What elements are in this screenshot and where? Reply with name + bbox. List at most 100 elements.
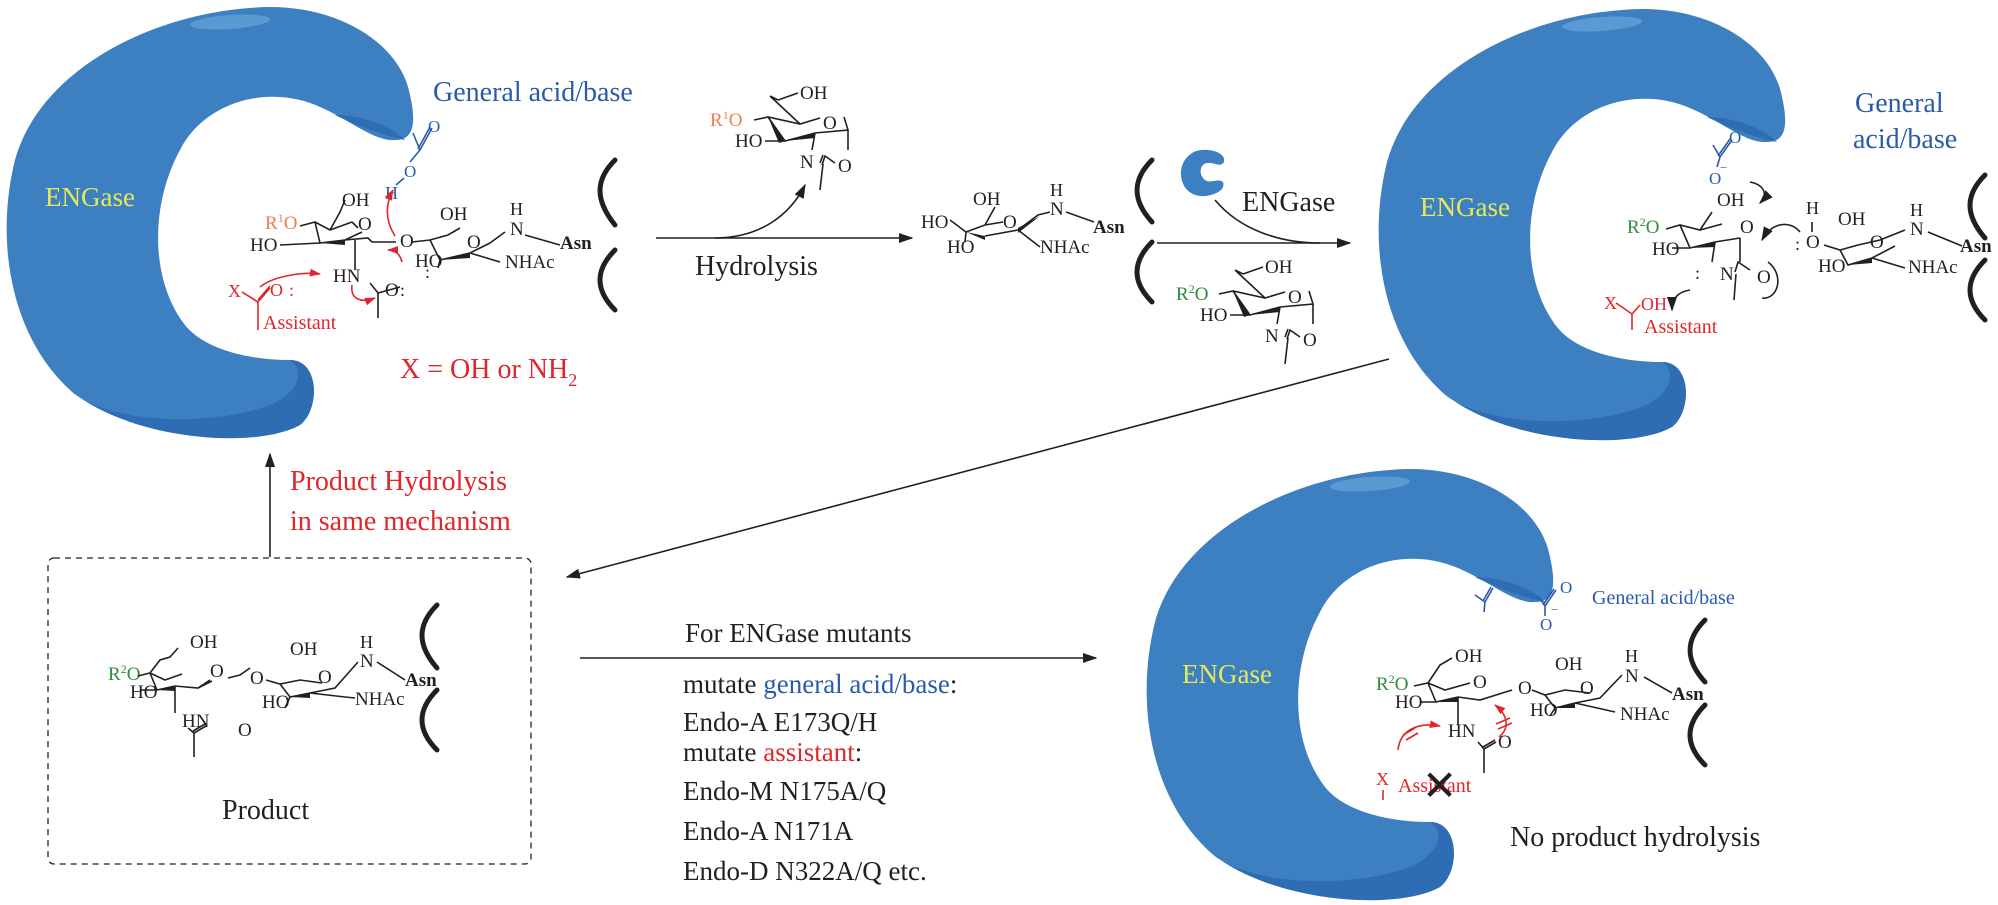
byproduct-release-arrow: [714, 183, 806, 239]
assistant-label: Assistant: [1644, 316, 1718, 338]
svg-text:O: O: [1580, 678, 1594, 699]
svg-text::: :: [289, 280, 294, 300]
assistant-o: O: [270, 280, 283, 300]
svg-text::: :: [400, 280, 405, 300]
svg-text:O: O: [250, 668, 264, 689]
enzyme-label: ENGase: [45, 182, 135, 212]
assistant-label: Assistant: [263, 312, 337, 334]
svg-text:NHAc: NHAc: [1040, 237, 1090, 258]
svg-text:O: O: [1757, 267, 1771, 288]
mutants-line2: Endo-A E173Q/H: [683, 707, 877, 737]
svg-text:HO: HO: [1395, 692, 1422, 713]
svg-text:O: O: [210, 661, 224, 682]
svg-text:O: O: [1518, 678, 1532, 699]
svg-text:Asn: Asn: [405, 670, 437, 691]
svg-text:X: X: [1604, 293, 1617, 313]
svg-text:O: O: [1870, 232, 1884, 253]
mutants-line3: mutate assistant:: [683, 737, 862, 767]
svg-text:O: O: [1740, 217, 1754, 238]
enzyme-label: ENGase: [1420, 192, 1510, 222]
general-acid-base-line2: acid/base: [1853, 124, 1957, 155]
svg-text:O: O: [1806, 232, 1820, 253]
svg-text:O: O: [467, 232, 481, 253]
assistant-label: Assistant: [1398, 775, 1472, 797]
svg-text:R2O: R2O: [1176, 282, 1208, 305]
svg-text:Asn: Asn: [560, 233, 592, 254]
svg-text:OH: OH: [800, 83, 828, 104]
svg-text:O: O: [1003, 212, 1017, 233]
svg-text:H: H: [1910, 200, 1923, 220]
svg-text:N: N: [360, 651, 374, 672]
hydrolysis-label: Hydrolysis: [695, 251, 818, 282]
svg-text:X: X: [1376, 769, 1389, 789]
svg-text::: :: [425, 262, 430, 282]
svg-text:OH: OH: [1265, 257, 1293, 278]
svg-text:Asn: Asn: [1672, 684, 1704, 705]
svg-text:O: O: [1303, 330, 1317, 351]
step-hydrolysis: Hydrolysis R1O OH O HO N O: [656, 83, 914, 282]
svg-text::: :: [1795, 234, 1800, 254]
product-label: Product: [222, 795, 309, 826]
svg-text:N: N: [1910, 219, 1924, 240]
svg-text:O: O: [1473, 672, 1487, 693]
svg-text:HO: HO: [262, 692, 289, 713]
transition-state-molecule: R2O OH O HO N O H O OH O HO H N Asn NHAc…: [1627, 190, 1992, 312]
svg-text:O: O: [1709, 169, 1721, 188]
carboxyl-oh-o: O: [404, 162, 416, 181]
svg-text:O: O: [1560, 578, 1572, 597]
svg-text:O: O: [1540, 615, 1552, 634]
product-molecule: R2O OH HO O O HN O OH O HO H N Asn NHAc: [108, 632, 437, 757]
svg-text:O: O: [838, 156, 852, 177]
mutants-info: For ENGase mutants mutate general acid/b…: [580, 618, 1098, 886]
substrate-molecule: R1O OH HO O HN O O OH O HO H N NHAc Asn …: [250, 190, 592, 318]
svg-text:OH: OH: [1555, 654, 1583, 675]
general-acid-base-label: General acid/base: [1592, 587, 1735, 609]
mutants-line1: mutate general acid/base:: [683, 669, 957, 699]
svg-text:R2O: R2O: [108, 662, 140, 685]
svg-text:NHAc: NHAc: [355, 689, 405, 710]
svg-text:H: H: [360, 632, 373, 652]
panel-bottom-right: ENGase General acid/base O O − R2O OH HO…: [1146, 468, 1760, 901]
svg-text:H: H: [510, 199, 523, 219]
release-product-arrow: [565, 358, 1390, 579]
svg-text:H: H: [1806, 198, 1819, 218]
glcnac-asn-intermediate: HO OH O HO H N Asn NHAc: [921, 157, 1155, 305]
svg-text:OH: OH: [290, 639, 318, 660]
panel-top-right: ENGase General acid/base O O − R2O OH O …: [1378, 8, 1992, 441]
svg-text:HO: HO: [415, 251, 442, 272]
blocked-mark-icon: ✕: [1422, 764, 1457, 810]
svg-text:HO: HO: [1818, 256, 1845, 277]
svg-text:N: N: [510, 219, 524, 240]
svg-text:R2O: R2O: [1627, 215, 1659, 238]
svg-text:OH: OH: [1717, 190, 1745, 211]
step-engase: ENGase R2O OH O HO N O: [1157, 149, 1352, 365]
svg-text:HN: HN: [333, 266, 361, 287]
svg-text:OH: OH: [440, 204, 468, 225]
mutants-line6: Endo-D N322A/Q etc.: [683, 856, 927, 886]
svg-text:O: O: [1288, 287, 1302, 308]
general-acid-base-line1: General: [1855, 88, 1944, 119]
svg-text:OH: OH: [1838, 209, 1866, 230]
r1-group: R1O: [265, 211, 297, 234]
peptide-bracket: [597, 157, 618, 313]
svg-text:NHAc: NHAc: [505, 252, 555, 273]
engase-enzyme-shape: [1378, 8, 1786, 441]
svg-text:HO: HO: [947, 237, 974, 258]
svg-text:OH: OH: [342, 190, 370, 211]
carboxyl-o: O: [428, 117, 440, 136]
svg-text:OH: OH: [973, 189, 1001, 210]
product-hydrolysis-line2: in same mechanism: [290, 506, 511, 537]
general-acid-base-label: General acid/base: [433, 77, 633, 108]
svg-text:O: O: [318, 667, 332, 688]
svg-text:−: −: [1551, 602, 1558, 617]
svg-text:O: O: [823, 113, 837, 134]
small-engase-icon: [1180, 149, 1225, 197]
svg-text:OH: OH: [1641, 294, 1667, 314]
product-in-mutant: R2O OH HO O HN O O OH O HO H N Asn NHAc: [1376, 646, 1704, 773]
svg-text:HO: HO: [735, 131, 762, 152]
mutants-title: For ENGase mutants: [685, 618, 911, 648]
svg-text:R1O: R1O: [710, 108, 742, 131]
panel-top-left: ENGase General acid/base O O H R1O OH HO…: [6, 6, 633, 439]
mutants-line4: Endo-M N175A/Q: [683, 776, 887, 806]
